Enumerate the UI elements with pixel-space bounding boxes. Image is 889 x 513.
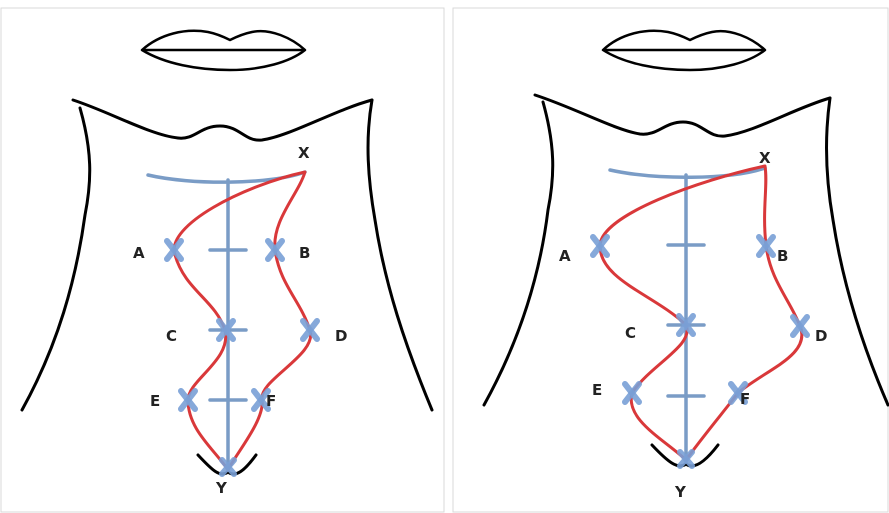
label-A-right: A (559, 247, 571, 265)
label-X-left: X (298, 144, 310, 162)
label-C-right: C (625, 324, 636, 342)
label-X-right: X (759, 149, 771, 167)
panel-left-frame (1, 8, 444, 512)
panel-right: X A B C D E F Y (453, 8, 888, 512)
label-Y-left: Y (215, 479, 228, 497)
label-Y-right: Y (674, 483, 687, 501)
panel-left: X A B C D E F Y (1, 8, 444, 512)
panel-right-frame (453, 8, 888, 512)
label-E-left: E (150, 392, 160, 410)
label-D-right: D (815, 327, 827, 345)
label-A-left: A (133, 244, 145, 262)
label-C-left: C (166, 327, 177, 345)
label-F-left: F (266, 392, 276, 410)
label-E-right: E (592, 381, 602, 399)
label-B-left: B (299, 244, 310, 262)
label-B-right: B (777, 247, 788, 265)
label-F-right: F (740, 390, 750, 408)
label-D-left: D (335, 327, 347, 345)
